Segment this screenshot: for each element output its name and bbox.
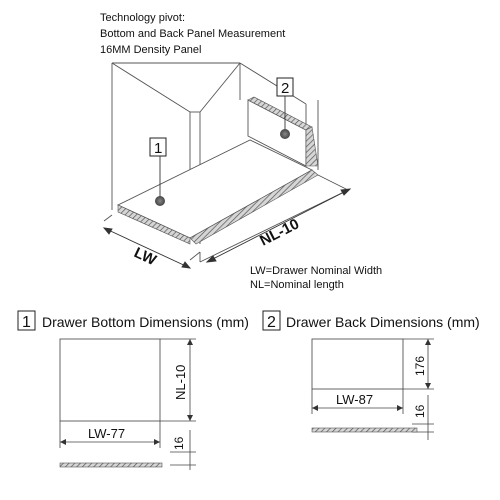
section-2-number-box bbox=[262, 310, 281, 331]
section-1-number-box bbox=[17, 310, 36, 331]
marker-2-dot bbox=[280, 129, 290, 139]
header-line-3: 16MM Density Panel bbox=[100, 44, 202, 56]
marker-1: 1 bbox=[149, 137, 167, 206]
back-height-label: 176 bbox=[413, 356, 427, 376]
marker-2: 2 bbox=[276, 77, 294, 139]
bottom-thickness-label: 16 bbox=[172, 436, 186, 450]
lw-ext-right bbox=[189, 251, 201, 261]
legend-line-1: LW=Drawer Nominal Width bbox=[250, 265, 382, 277]
left-panel-top-edge bbox=[111, 62, 191, 113]
nl-dimension bbox=[205, 188, 352, 263]
bottom-panel-outline bbox=[59, 338, 161, 422]
marker-1-box bbox=[149, 137, 167, 157]
dimension-nl-label: NL-10 bbox=[257, 215, 302, 249]
section-2-number: 2 bbox=[267, 314, 276, 331]
right-panel-top-inner bbox=[239, 62, 307, 105]
header-line-1: Technology pivot: bbox=[100, 12, 185, 24]
bottom-width-label: LW-77 bbox=[88, 426, 125, 441]
back-panel-outline bbox=[311, 338, 404, 390]
bottom-panel-section-strip bbox=[59, 462, 163, 468]
bottom-panel-section: 1 Drawer Bottom Dimensions (mm) NL-10 bbox=[17, 310, 249, 470]
legend: LW=Drawer Nominal Width NL=Nominal lengt… bbox=[250, 265, 382, 291]
header-line-2: Bottom and Back Panel Measurement bbox=[100, 28, 285, 40]
bottom-height-label: NL-10 bbox=[173, 365, 188, 400]
back-thickness-label: 16 bbox=[413, 404, 427, 418]
section-2-title: Drawer Back Dimensions (mm) bbox=[286, 314, 480, 330]
legend-line-2: NL=Nominal length bbox=[250, 279, 344, 291]
nl-base-line bbox=[199, 189, 349, 263]
back-panel-section-strip bbox=[311, 427, 418, 433]
header: Technology pivot: Bottom and Back Panel … bbox=[100, 12, 285, 56]
marker-1-dot bbox=[155, 196, 165, 206]
marker-2-number: 2 bbox=[281, 80, 289, 97]
bottom-panel-front-edge bbox=[117, 204, 191, 245]
section-1-number: 1 bbox=[22, 314, 31, 331]
lw-ext-left bbox=[103, 214, 113, 222]
marker-1-number: 1 bbox=[154, 140, 162, 157]
dimension-lw-label: LW bbox=[131, 244, 159, 269]
back-panel-section: 2 Drawer Back Dimensions (mm) 176 bbox=[262, 310, 480, 440]
cabinet-drawing bbox=[103, 62, 349, 263]
lw-dimension bbox=[102, 227, 192, 269]
right-panel-top-edge bbox=[199, 62, 241, 113]
section-1-title: Drawer Bottom Dimensions (mm) bbox=[42, 314, 249, 330]
back-width-label: LW-87 bbox=[336, 392, 373, 407]
nl-ext-back bbox=[317, 174, 349, 191]
back-panel-side-edge bbox=[305, 126, 319, 167]
